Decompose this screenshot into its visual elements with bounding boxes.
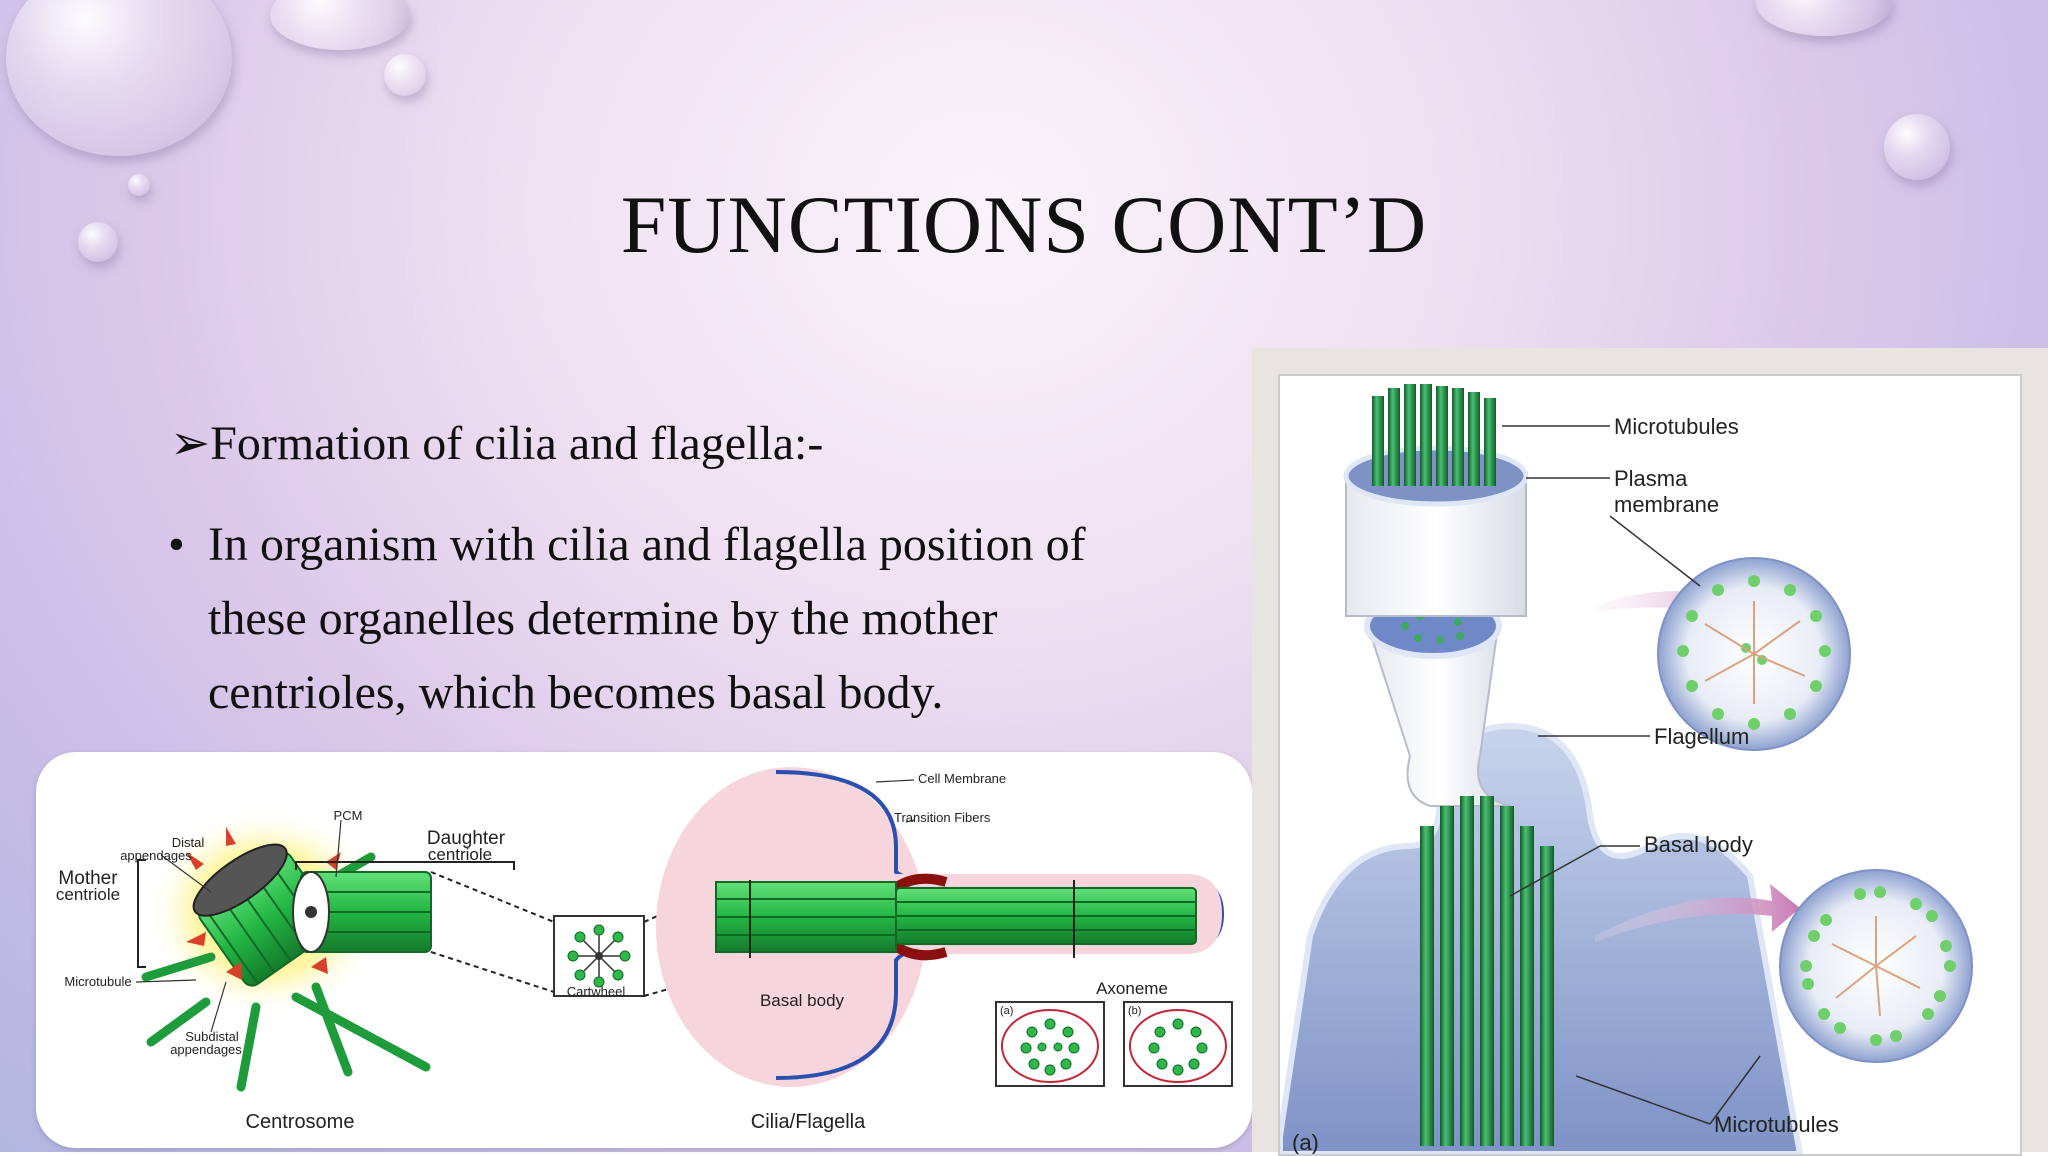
bubble-decoration [270,0,410,50]
basal-microtubules [1420,796,1554,1146]
flagellum-diagram: Microtubules Plasma membrane Flagellum B… [1280,384,1973,1154]
basal-body-lines [716,898,896,936]
bubble-decoration [1884,114,1950,180]
daughter-bracket [295,861,515,870]
label-microtubules-top: Microtubules [1614,414,1739,439]
label-basal-body: Basal body [1644,832,1753,857]
daughter-centriole-shape [292,871,432,953]
label-panel-a: (a) [1000,1005,1013,1017]
label-microtubule: Microtubule [64,974,131,989]
label-cilia-flagella: Cilia/Flagella [751,1111,866,1133]
centrosome-diagram: Distal appendages PCM Daughter centriole… [56,767,1233,1133]
bubble-decoration [6,0,232,156]
bullet-dot-icon: • [168,518,185,571]
label-basal-body: Basal body [760,991,845,1010]
bullet-point: • In organism with cilia and flagella po… [168,508,1168,730]
label-microtubules-bottom: Microtubules [1714,1112,1839,1137]
bubble-decoration [128,174,150,196]
flagellum-cross-section-detail [1657,557,1851,751]
slide-title: FUNCTIONS CONT’D [620,179,1428,270]
label-panel-b: (b) [1128,1005,1141,1017]
cross-section-b [1123,1001,1233,1087]
bubble-decoration [78,222,118,262]
label-panel: (a) [1292,1130,1319,1154]
label-cell-membrane: Cell Membrane [918,771,1006,786]
cartwheel-icon [567,924,631,988]
pink-arrow-icon [1595,884,1800,942]
cross-section-dots [1401,610,1464,644]
basal-body-cross-section-detail [1779,869,1973,1063]
label-transition-fibers: Transition Fibers [894,810,991,825]
zoom-lines [430,871,555,993]
label-membrane: membrane [1614,492,1719,517]
figure-labels: Microtubules Plasma membrane Flagellum B… [1292,414,1839,1154]
flagellum-figure: Microtubules Plasma membrane Flagellum B… [1278,374,2022,1156]
label-mother-centriole: centriole [56,885,120,904]
microtubules-radiating [141,852,431,1092]
label-distal-appendages: appendages [120,848,192,863]
label-subdistal: Subdistal [185,1029,239,1044]
label-daughter: Daughter [427,828,506,849]
appendages-shape [186,827,341,980]
leader-lines [135,779,915,1033]
bubble-decoration [384,54,426,96]
cross-section-a [995,1001,1105,1087]
label-cartwheel: Cartwheel [567,984,626,999]
label-centrosome: Centrosome [246,1111,355,1133]
leader-lines [1502,425,1761,1125]
label-mother: Mother [58,868,118,889]
figure-labels: Distal appendages PCM Daughter centriole… [56,771,1168,1133]
label-flagellum: Flagellum [1654,724,1749,749]
heading-text: Formation of cilia and flagella:- [210,417,824,470]
flagellum-figure-frame: Microtubules Plasma membrane Flagellum B… [1252,348,2048,1156]
label-daughter-centriole: centriole [428,845,492,864]
section-heading: ➢Formation of cilia and flagella:- [170,415,823,471]
label-plasma: Plasma [1614,466,1688,491]
top-microtubules [1372,384,1496,486]
centrosome-cilia-figure: Distal appendages PCM Daughter centriole… [36,752,1252,1148]
label-subdistal-appendages: appendages [170,1042,242,1057]
mother-bracket [137,859,146,968]
label-axoneme: Axoneme [1096,979,1168,998]
axoneme-lines [896,901,1196,931]
bubble-decoration [1756,0,1892,36]
label-distal: Distal [172,835,205,850]
arrow-bullet-icon: ➢ [170,417,211,470]
label-pcm: PCM [334,808,363,823]
bullet-text: In organism with cilia and flagella posi… [208,518,1086,719]
